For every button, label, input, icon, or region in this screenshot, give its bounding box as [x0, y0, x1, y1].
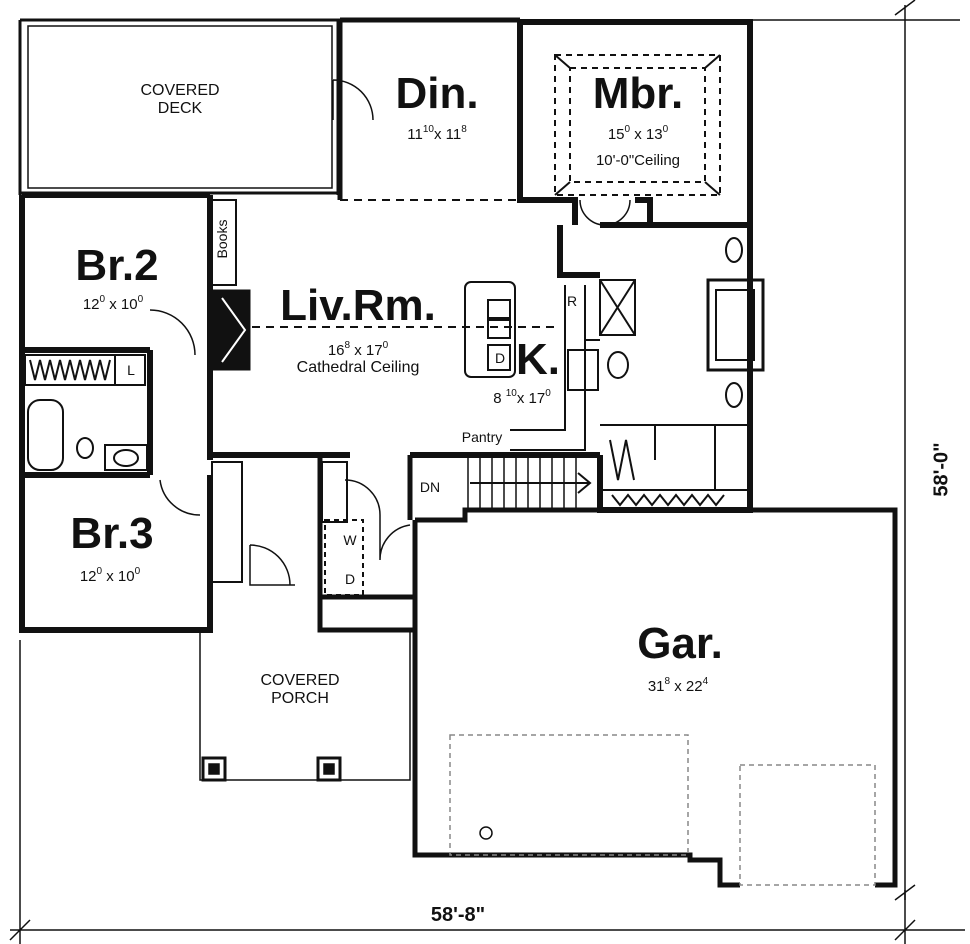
bedroom-2-name: Br.2 — [75, 241, 159, 290]
dimension-lines — [9, 0, 965, 944]
master-bedroom-size: 150 x 130 — [607, 124, 669, 143]
covered-porch-line1: COVERED — [260, 672, 340, 689]
fireplace — [207, 199, 251, 371]
kitchen-size: 8 10x 170 — [493, 388, 551, 407]
dishwasher-label: D — [494, 350, 506, 366]
covered-porch-line2: PORCH — [271, 690, 329, 707]
covered-porch-outline — [199, 630, 411, 782]
kitchen-island — [464, 281, 600, 451]
living-room-name: Liv.Rm. — [280, 281, 436, 330]
bedroom-3-size: 120 x 100 — [79, 566, 141, 585]
dryer-label: D — [344, 571, 356, 587]
washer-label: W — [343, 532, 357, 548]
garage-name: Gar. — [637, 619, 723, 668]
dining-size: 1110x 118 — [407, 124, 467, 143]
master-bedroom-name: Mbr. — [592, 69, 684, 118]
kitchen-name: K. — [516, 335, 560, 384]
covered-deck-line2: DECK — [157, 100, 203, 117]
bedroom-3-name: Br.3 — [70, 509, 154, 558]
master-bath — [599, 237, 765, 507]
refrigerator-label: R — [566, 293, 578, 309]
garage-size: 318 x 224 — [647, 676, 709, 695]
bedroom-closets — [24, 309, 411, 596]
overall-width-dimension: 58'-8" — [430, 904, 486, 926]
covered-porch-label: COVERED PORCH — [260, 672, 339, 708]
books-label: Books — [214, 219, 230, 259]
laundry-walls — [317, 455, 415, 633]
master-bedroom-walls — [517, 19, 753, 226]
stairs-down-label: DN — [419, 479, 441, 495]
living-room-ceiling: Cathedral Ceiling — [296, 359, 420, 376]
master-bedroom-ceiling: 10'-0"Ceiling — [595, 152, 681, 169]
pantry-label: Pantry — [461, 429, 503, 445]
living-room-size: 168 x 170 — [327, 340, 389, 359]
stairs — [467, 454, 599, 511]
bedroom-2-size: 120 x 100 — [82, 294, 144, 313]
covered-deck-line1: COVERED — [140, 82, 220, 99]
covered-deck-outline — [18, 18, 340, 195]
dining-name: Din. — [395, 69, 479, 118]
garage-walls — [412, 507, 898, 888]
overall-depth-dimension: 58'-0" — [930, 442, 953, 497]
linen-closet-label: L — [127, 362, 135, 378]
covered-deck-label: COVERED DECK — [140, 82, 219, 118]
dining-walls — [332, 17, 520, 201]
